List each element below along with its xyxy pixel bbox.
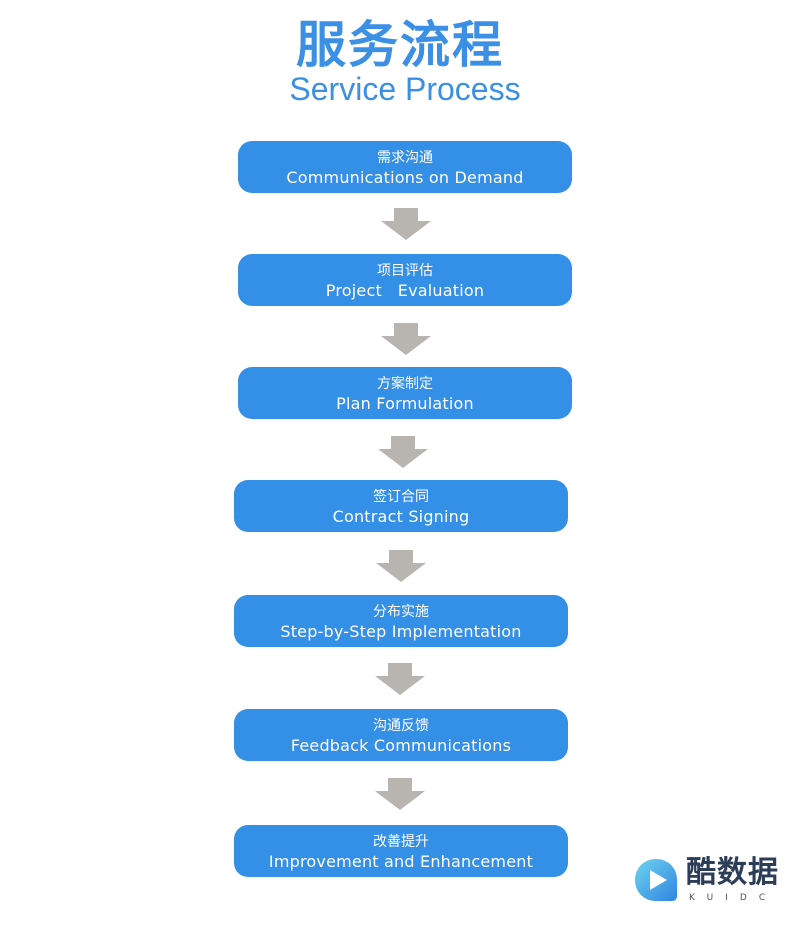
arrow-down-icon — [376, 550, 426, 582]
step-7: 改善提升 Improvement and Enhancement — [234, 825, 568, 877]
arrow-down-icon — [381, 208, 431, 240]
step-7-label-cn: 改善提升 — [373, 834, 429, 850]
step-2-label-en: Project Evaluation — [325, 281, 485, 300]
play-logo-icon — [635, 859, 677, 901]
step-6-label-cn: 沟通反馈 — [373, 718, 429, 734]
arrow-down-icon — [378, 436, 428, 468]
step-3: 方案制定 Plan Formulation — [238, 367, 572, 419]
page-title-en: Service Process — [289, 71, 521, 107]
step-6: 沟通反馈 Feedback Communications — [234, 709, 568, 761]
brand-logo: 酷数据 KUIDC — [632, 852, 782, 910]
arrow-down-icon — [375, 663, 425, 695]
step-5-label-cn: 分布实施 — [373, 604, 429, 620]
step-1-label-cn: 需求沟通 — [377, 150, 433, 166]
step-5: 分布实施 Step-by-Step Implementation — [234, 595, 568, 647]
step-3-label-cn: 方案制定 — [377, 376, 433, 392]
step-1-label-en: Communications on Demand — [286, 168, 524, 187]
step-1: 需求沟通 Communications on Demand — [238, 141, 572, 193]
arrow-down-icon — [381, 323, 431, 355]
step-2: 项目评估 Project Evaluation — [238, 254, 572, 306]
step-4: 签订合同 Contract Signing — [234, 480, 568, 532]
step-6-label-en: Feedback Communications — [290, 736, 512, 755]
brand-name: 酷数据 — [686, 855, 779, 890]
step-4-label-en: Contract Signing — [332, 507, 470, 526]
step-7-label-en: Improvement and Enhancement — [268, 852, 534, 871]
page-title-cn: 服务流程 — [296, 16, 504, 74]
arrow-down-icon — [375, 778, 425, 810]
step-3-label-en: Plan Formulation — [336, 394, 474, 413]
step-4-label-cn: 签订合同 — [373, 489, 429, 505]
step-2-label-cn: 项目评估 — [377, 263, 433, 279]
step-5-label-en: Step-by-Step Implementation — [280, 622, 522, 641]
brand-subtitle: KUIDC — [689, 893, 778, 903]
